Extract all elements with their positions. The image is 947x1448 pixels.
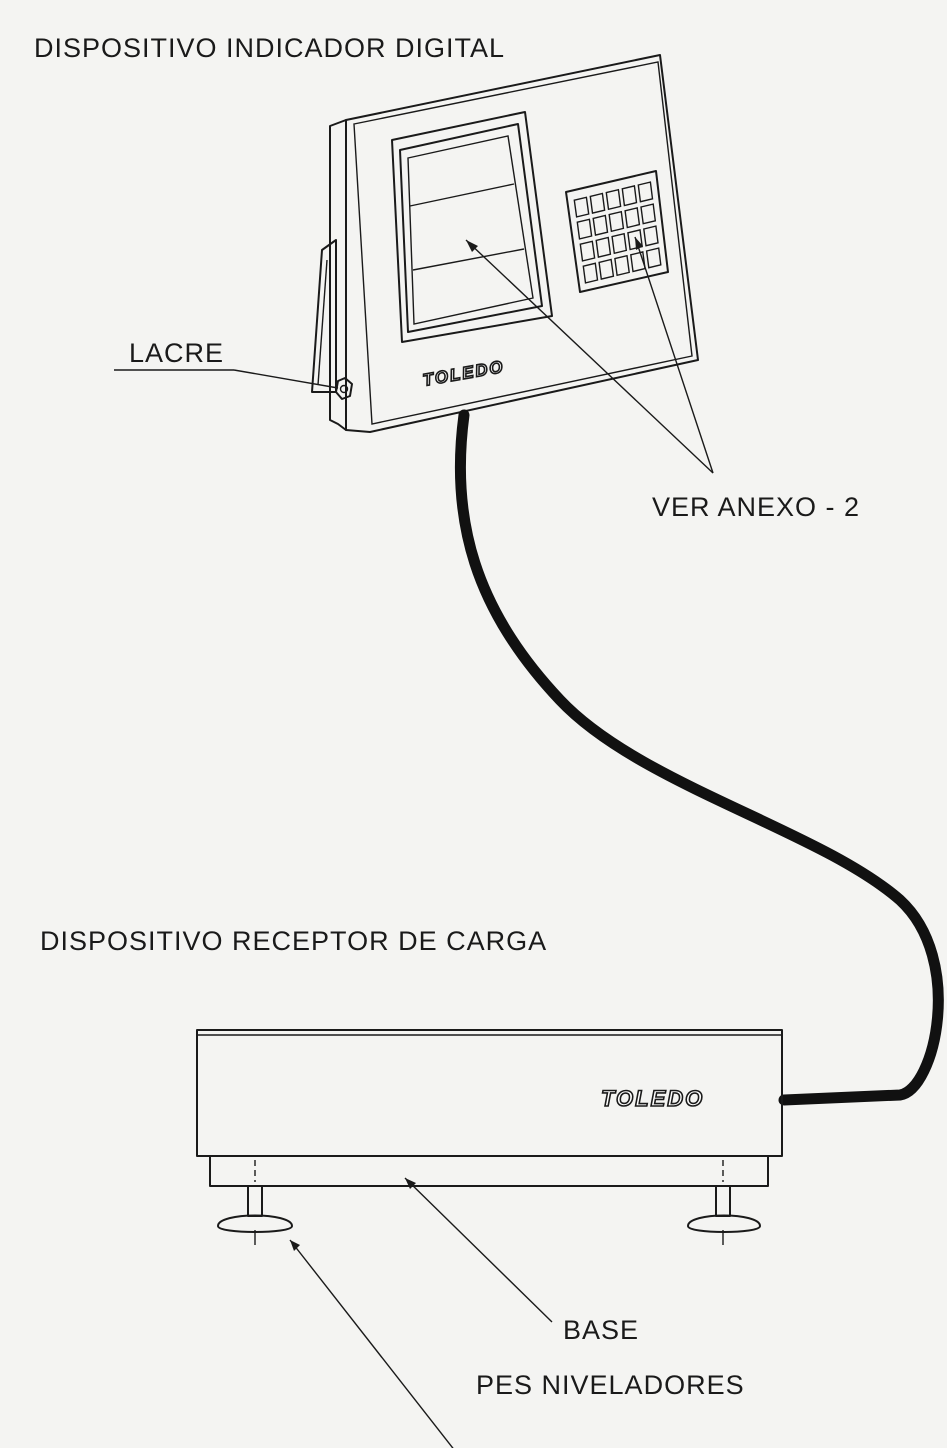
seal-icon [335,377,353,400]
keypad-key [579,240,596,262]
leader-lines [114,236,714,1448]
keypad-key [611,232,628,255]
indicator-brand-logo: TOLEDO [421,357,506,390]
keypad-key [643,225,659,247]
connection-cable [454,409,944,1106]
annex-ref-label: VER ANEXO - 2 [652,492,860,522]
keypad-key [621,185,638,207]
platform-brand-logo: TOLEDO [601,1086,704,1111]
keypad-key [637,181,654,203]
indicator-stand [311,239,337,393]
leveling-foot-left [217,1160,293,1245]
seal-label: LACRE [129,338,224,368]
keypad-key [608,210,625,233]
display-window [391,111,553,343]
keypad-key [582,262,599,284]
keypad-key [640,203,657,225]
leveling-feet-label: PES NIVELADORES [476,1370,745,1400]
keypad [565,170,669,293]
keypad-key [627,229,643,251]
base-label: BASE [563,1315,639,1345]
keypad-key [589,192,606,214]
leveling-foot-right [687,1160,761,1245]
keypad-key [614,254,630,277]
keypad-key [573,196,590,218]
receiver-title: DISPOSITIVO RECEPTOR DE CARGA [40,926,547,956]
keypad-key [605,188,622,211]
keypad-key [595,236,612,258]
keypad-key [624,207,641,229]
keypad-key [592,214,609,236]
platform-base [209,1155,769,1187]
leader-arrowheads [290,237,643,1251]
keypad-key [645,247,662,269]
indicator-housing [329,54,699,433]
keypad-key [598,258,615,280]
indicator-title: DISPOSITIVO INDICADOR DIGITAL [34,33,505,63]
keypad-key [576,218,593,240]
